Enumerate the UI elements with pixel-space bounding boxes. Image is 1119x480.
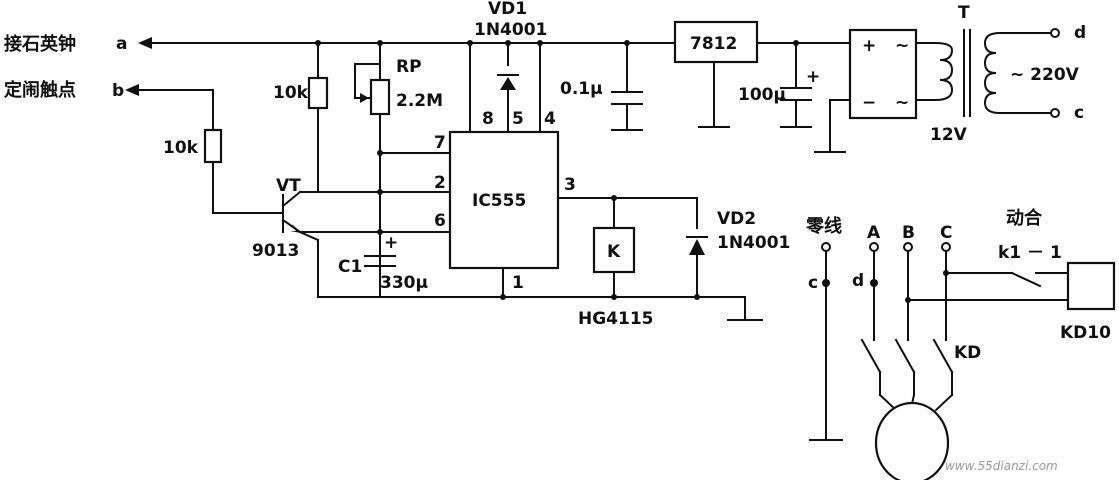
vt-name: VT [276, 176, 301, 196]
kd10-wiring [905, 270, 1069, 303]
transformer-label: T [958, 3, 970, 23]
pin-5: 5 [512, 109, 524, 129]
potentiometer-rp [369, 78, 391, 116]
top-rail-wires [125, 37, 676, 296]
resistor-base-value: 10k [163, 138, 199, 158]
vd2-name: VD2 [717, 209, 756, 229]
transformer-t [933, 28, 1060, 118]
bridge-rectifier [848, 28, 918, 120]
relay-k-coil [592, 226, 636, 274]
c1-name: C1 [338, 257, 362, 277]
pin-8: 8 [482, 109, 494, 129]
phase-a: A [867, 223, 881, 243]
pin-3: 3 [564, 175, 576, 195]
terminal-a: a [116, 34, 127, 54]
terminal-d-top: d [1074, 23, 1086, 43]
bridge-plus: + [862, 36, 876, 56]
watermark: www.55dianzi.com [945, 459, 1058, 473]
vd2-model: 1N4001 [717, 233, 790, 253]
c1-value: 330μ [380, 273, 428, 293]
contact-type: 动合 [1006, 207, 1043, 229]
diode-vd2 [686, 236, 708, 255]
diode-vd1 [497, 74, 519, 90]
resistor-10k-top [307, 76, 329, 110]
three-phase-section [809, 242, 954, 441]
rp-value: 2.2M [396, 91, 443, 111]
capacitor-0-1u [611, 91, 643, 105]
output-wiring [557, 197, 698, 298]
capacitor-c1 [364, 231, 396, 298]
cap-100u-plus: + [806, 67, 820, 87]
regulator-label: 7812 [690, 34, 737, 54]
bridge-ac-2: ~ [895, 93, 909, 113]
ic-label: IC555 [472, 191, 526, 211]
rp-name: RP [396, 57, 422, 77]
neutral-label: 零线 [805, 215, 842, 237]
pin-6: 6 [434, 211, 446, 231]
pin-1: 1 [512, 273, 524, 293]
bridge-minus: − [862, 93, 876, 113]
terminal-b-label: 定闹触点 [4, 79, 76, 101]
terminal-c-left: c [808, 273, 818, 293]
c1-plus: + [384, 233, 398, 253]
terminal-b: b [112, 81, 124, 101]
regulator-7812 [673, 20, 759, 64]
relay-k-label: K [607, 242, 621, 262]
contact-name: k1 － 1 [998, 243, 1062, 263]
secondary-voltage: 12V [930, 125, 968, 145]
cap-0-1u-value: 0.1μ [560, 79, 603, 99]
pin-7: 7 [434, 133, 446, 153]
resistor-10k-base [203, 128, 223, 164]
bottom-rail [317, 267, 763, 321]
resistor-top-value: 10k [273, 83, 309, 103]
motor [874, 401, 950, 480]
pin-4: 4 [544, 109, 556, 129]
terminal-a-label: 接石英钟 [4, 33, 76, 55]
capacitor-100u [780, 87, 812, 101]
regulator-wiring [698, 42, 851, 128]
kd-label: KD [954, 343, 981, 363]
ic555-chip [448, 130, 560, 270]
kd10-label: KD10 [1060, 323, 1111, 343]
transistor-vt [281, 190, 320, 298]
phase-c: C [940, 223, 952, 243]
mains-voltage: ~ 220V [1010, 65, 1080, 85]
bridge-ac-1: ~ [895, 36, 909, 56]
relay-model: HG4115 [578, 309, 654, 329]
terminal-c-bottom: c [1074, 103, 1084, 123]
bridge-wiring [814, 42, 936, 153]
vt-model: 9013 [252, 241, 299, 261]
terminal-d-left: d [852, 271, 864, 291]
vd1-name: VD1 [488, 0, 527, 19]
vd1-model: 1N4001 [474, 20, 547, 40]
cap-100u-value: 100μ [738, 85, 786, 105]
pin-2: 2 [434, 173, 446, 193]
phase-b: B [902, 223, 915, 243]
kd10-box [1066, 261, 1116, 311]
